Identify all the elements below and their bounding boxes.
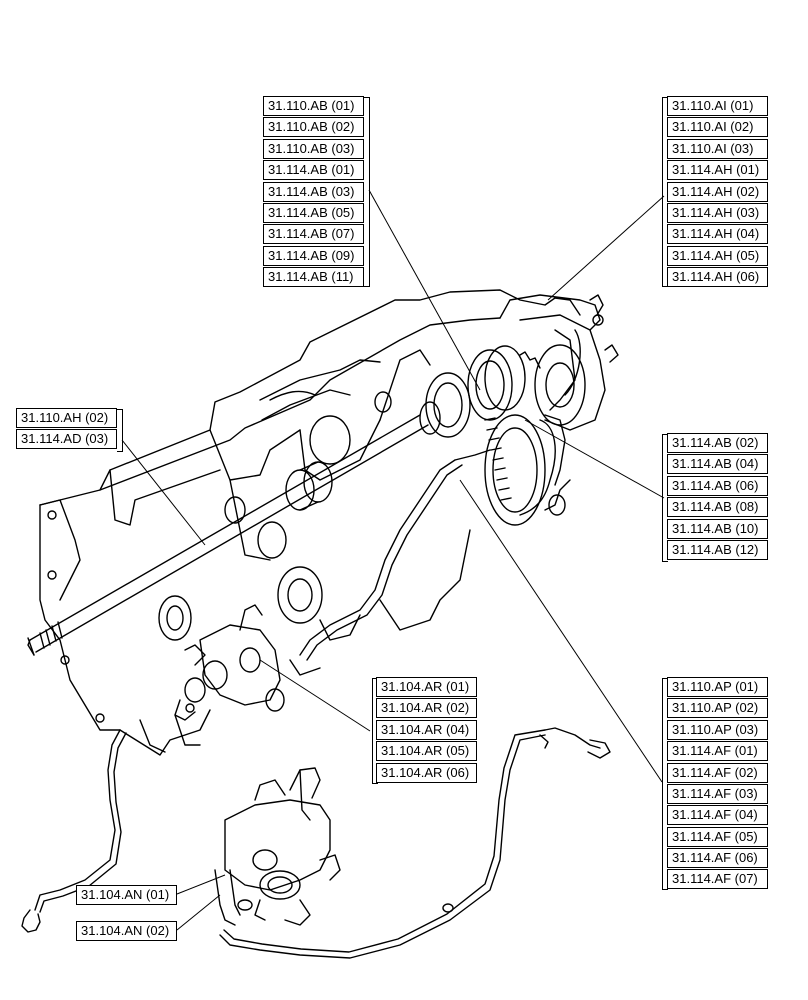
callout-label[interactable]: 31.110.AP (02)	[667, 698, 768, 718]
bracket	[372, 678, 378, 784]
bracket	[662, 678, 668, 890]
gear-cluster	[425, 345, 566, 526]
callout-label[interactable]: 31.114.AB (02)	[667, 433, 768, 453]
callout-label[interactable]: 31.114.AB (12)	[667, 540, 768, 560]
callout-label[interactable]: 31.104.AN (02)	[76, 921, 177, 941]
callout-label[interactable]: 31.110.AP (03)	[667, 720, 768, 740]
bracket	[662, 434, 668, 562]
solenoid-valve-assembly	[214, 767, 341, 926]
rear-cover-assembly	[499, 294, 619, 516]
callout-label[interactable]: 31.114.AF (07)	[667, 869, 768, 889]
hydraulic-pipes	[21, 449, 611, 959]
callout-label[interactable]: 31.114.AH (05)	[667, 246, 768, 266]
callout-label[interactable]: 31.104.AR (04)	[376, 720, 477, 740]
callout-label[interactable]: 31.110.AP (01)	[667, 677, 768, 697]
callout-label[interactable]: 31.114.AB (11)	[263, 267, 364, 287]
callout-label[interactable]: 31.114.AF (04)	[667, 805, 768, 825]
callout-label[interactable]: 31.110.AI (03)	[667, 139, 768, 159]
bracket	[364, 97, 370, 287]
callout-label[interactable]: 31.110.AH (02)	[16, 408, 117, 428]
callout-label[interactable]: 31.114.AH (01)	[667, 160, 768, 180]
callout-label[interactable]: 31.114.AB (10)	[667, 519, 768, 539]
callout-label[interactable]: 31.104.AR (02)	[376, 698, 477, 718]
callout-label[interactable]: 31.114.AF (01)	[667, 741, 768, 761]
main-shaft	[27, 401, 441, 656]
callout-label[interactable]: 31.104.AR (05)	[376, 741, 477, 761]
callout-label[interactable]: 31.114.AF (03)	[667, 784, 768, 804]
callout-label[interactable]: 31.104.AR (06)	[376, 763, 477, 783]
callout-label[interactable]: 31.104.AN (01)	[76, 885, 177, 905]
callout-label[interactable]: 31.114.AH (03)	[667, 203, 768, 223]
bracket	[117, 409, 123, 452]
callout-label[interactable]: 31.114.AB (05)	[263, 203, 364, 223]
callout-label[interactable]: 31.114.AF (05)	[667, 827, 768, 847]
callout-label[interactable]: 31.104.AR (01)	[376, 677, 477, 697]
callout-label[interactable]: 31.114.AF (06)	[667, 848, 768, 868]
callout-label[interactable]: 31.110.AI (01)	[667, 96, 768, 116]
callout-label[interactable]: 31.110.AB (01)	[263, 96, 364, 116]
leader-lines	[121, 189, 665, 931]
callout-label[interactable]: 31.114.AB (04)	[667, 454, 768, 474]
callout-label[interactable]: 31.114.AH (02)	[667, 182, 768, 202]
callout-label[interactable]: 31.114.AB (03)	[263, 182, 364, 202]
callout-label[interactable]: 31.110.AI (02)	[667, 117, 768, 137]
callout-label[interactable]: 31.114.AF (02)	[667, 763, 768, 783]
callout-label[interactable]: 31.110.AB (03)	[263, 139, 364, 159]
callout-label[interactable]: 31.114.AB (06)	[667, 476, 768, 496]
callout-label[interactable]: 31.114.AB (08)	[667, 497, 768, 517]
callout-label[interactable]: 31.114.AB (09)	[263, 246, 364, 266]
callout-label[interactable]: 31.114.AH (06)	[667, 267, 768, 287]
callout-label[interactable]: 31.114.AH (04)	[667, 224, 768, 244]
callout-label[interactable]: 31.114.AB (07)	[263, 224, 364, 244]
callout-label[interactable]: 31.110.AB (02)	[263, 117, 364, 137]
bracket	[662, 97, 668, 287]
callout-label[interactable]: 31.114.AD (03)	[16, 429, 117, 449]
transmission-housing	[39, 289, 581, 756]
callout-label[interactable]: 31.114.AB (01)	[263, 160, 364, 180]
